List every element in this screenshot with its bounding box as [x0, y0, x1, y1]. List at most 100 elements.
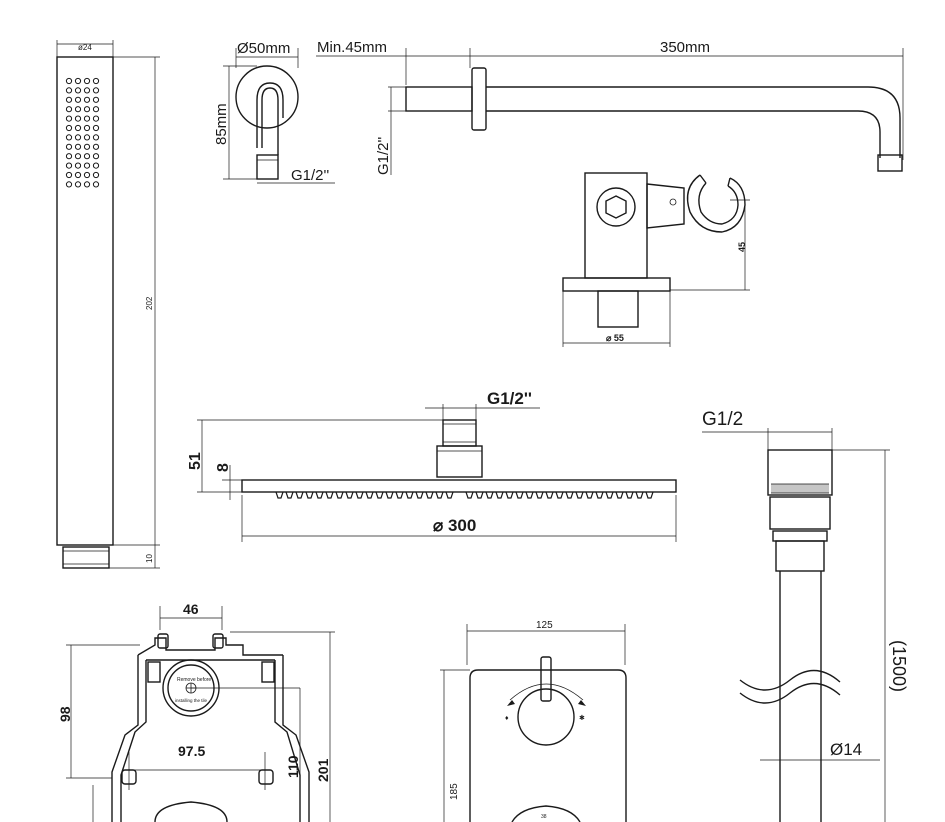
rain-nozzle: [285, 491, 294, 499]
rain-nozzle: [325, 491, 334, 499]
rain-nozzle: [635, 491, 644, 499]
rain-nozzle: [645, 491, 654, 499]
nozzle-dot: [92, 77, 100, 85]
hand-shower-width-label: ø24: [78, 43, 92, 52]
nozzle-dot: [65, 124, 73, 132]
rain-nozzle: [335, 491, 344, 499]
shower-arm: Min.45mm 350mm G1/2'': [316, 39, 904, 175]
nozzle-dot: [74, 87, 82, 94]
cold-indicator: ♦: [505, 715, 509, 722]
rain-nozzle: [395, 491, 404, 499]
holder-height-label: 45: [737, 242, 747, 252]
nozzle-dot: [83, 87, 91, 94]
nozzle-dot: [65, 115, 73, 122]
rain-nozzle: [495, 491, 504, 499]
rain-nozzle: [375, 491, 384, 499]
nozzle-dot: [92, 153, 100, 160]
nozzle-dot: [83, 115, 91, 122]
nozzle-dot: [65, 87, 73, 94]
valve-top-width-label: 46: [183, 601, 199, 617]
nozzle-dot: [92, 134, 100, 141]
hand-shower-length-label: 202: [145, 296, 154, 310]
nozzle-dot: [74, 124, 82, 132]
nozzle-dot: [74, 77, 82, 85]
trim-scale-label: 38: [541, 814, 547, 820]
rain-nozzle: [575, 491, 584, 499]
nozzle-dot: [83, 77, 91, 85]
nozzle-dot: [65, 77, 73, 85]
rain-nozzle: [595, 491, 604, 499]
nozzle-dot: [83, 124, 91, 132]
elbow-thread-label: G1/2'': [291, 167, 329, 184]
rain-nozzle: [315, 491, 324, 499]
hose-diameter-label: Ø14: [830, 740, 862, 759]
rain-head-diameter-label: ⌀ 300: [433, 516, 476, 535]
rain-nozzle: [445, 491, 454, 499]
nozzle-dot: [65, 134, 73, 141]
nozzle-dot: [92, 115, 100, 122]
nozzle-dot: [65, 143, 73, 150]
concealed-valve-box: 46 Remove before installing the tile 97.…: [57, 601, 335, 822]
nozzle-dot: [74, 171, 82, 179]
nozzle-dot: [74, 143, 82, 150]
rain-nozzle: [475, 491, 484, 499]
arm-thread-label: G1/2'': [375, 137, 392, 175]
rain-shower-head: G1/2'' 51 8 ⌀ 300: [187, 389, 677, 542]
arm-length-label: 350mm: [660, 39, 710, 56]
nozzle-dot: [83, 153, 91, 160]
rain-nozzle: [415, 491, 424, 499]
rain-nozzle: [465, 491, 474, 499]
rain-nozzle: [305, 491, 314, 499]
rain-nozzle: [625, 491, 634, 499]
hand-shower: ø24 202 10: [56, 40, 160, 569]
rain-head-thickness-label: 8: [215, 463, 232, 472]
nozzle-dot: [92, 106, 100, 113]
rain-nozzle: [345, 491, 354, 499]
nozzle-dot: [92, 87, 100, 94]
holder-diameter-label: ⌀ 55: [606, 333, 624, 343]
rain-nozzle: [365, 491, 374, 499]
hand-shower-holder: 45 ⌀ 55: [562, 172, 750, 347]
rain-nozzle: [535, 491, 544, 499]
valve-mid-height-label: 110: [285, 755, 301, 778]
rain-nozzle: [385, 491, 394, 499]
elbow-diameter-label: Ø50mm: [237, 40, 290, 57]
trim-width-label: 125: [536, 620, 553, 631]
nozzle-dot: [74, 181, 82, 188]
nozzle-dot: [83, 143, 91, 150]
valve-total-height-label: 201: [315, 758, 331, 782]
nozzle-dot: [65, 181, 73, 188]
valve-inner-width-label: 97.5: [178, 743, 205, 759]
rain-nozzle: [585, 491, 594, 499]
rain-head-height-label: 51: [187, 452, 204, 470]
rain-nozzle: [505, 491, 514, 499]
hand-shower-nozzles: [65, 77, 100, 188]
wall-elbow: Ø50mm 85mm G1/2'': [213, 40, 335, 184]
rain-nozzle: [295, 491, 304, 499]
rain-nozzle: [555, 491, 564, 499]
hose-thread-label: G1/2: [702, 409, 743, 430]
hot-indicator: ✱: [579, 714, 585, 722]
nozzle-dot: [83, 134, 91, 141]
nozzle-dot: [83, 106, 91, 113]
nozzle-dot: [74, 153, 82, 160]
rain-nozzle: [545, 491, 554, 499]
sticker-line2: installing the tile: [175, 698, 208, 703]
rain-nozzle: [515, 491, 524, 499]
shower-hose: G1/2 (1500) Ø14: [702, 409, 909, 822]
rain-head-thread-label: G1/2'': [487, 389, 532, 408]
nozzle-dot: [83, 181, 91, 188]
rain-nozzle: [355, 491, 364, 499]
rain-nozzle: [525, 491, 534, 499]
nozzle-dot: [74, 115, 82, 122]
nozzle-dot: [65, 106, 73, 113]
arm-min-label: Min.45mm: [317, 39, 387, 56]
nozzle-dot: [83, 162, 91, 169]
nozzle-dot: [74, 162, 82, 169]
elbow-height-label: 85mm: [213, 103, 230, 145]
rain-nozzle: [615, 491, 624, 499]
nozzle-dot: [83, 171, 91, 179]
nozzle-dot: [92, 143, 100, 150]
rain-nozzle: [485, 491, 494, 499]
